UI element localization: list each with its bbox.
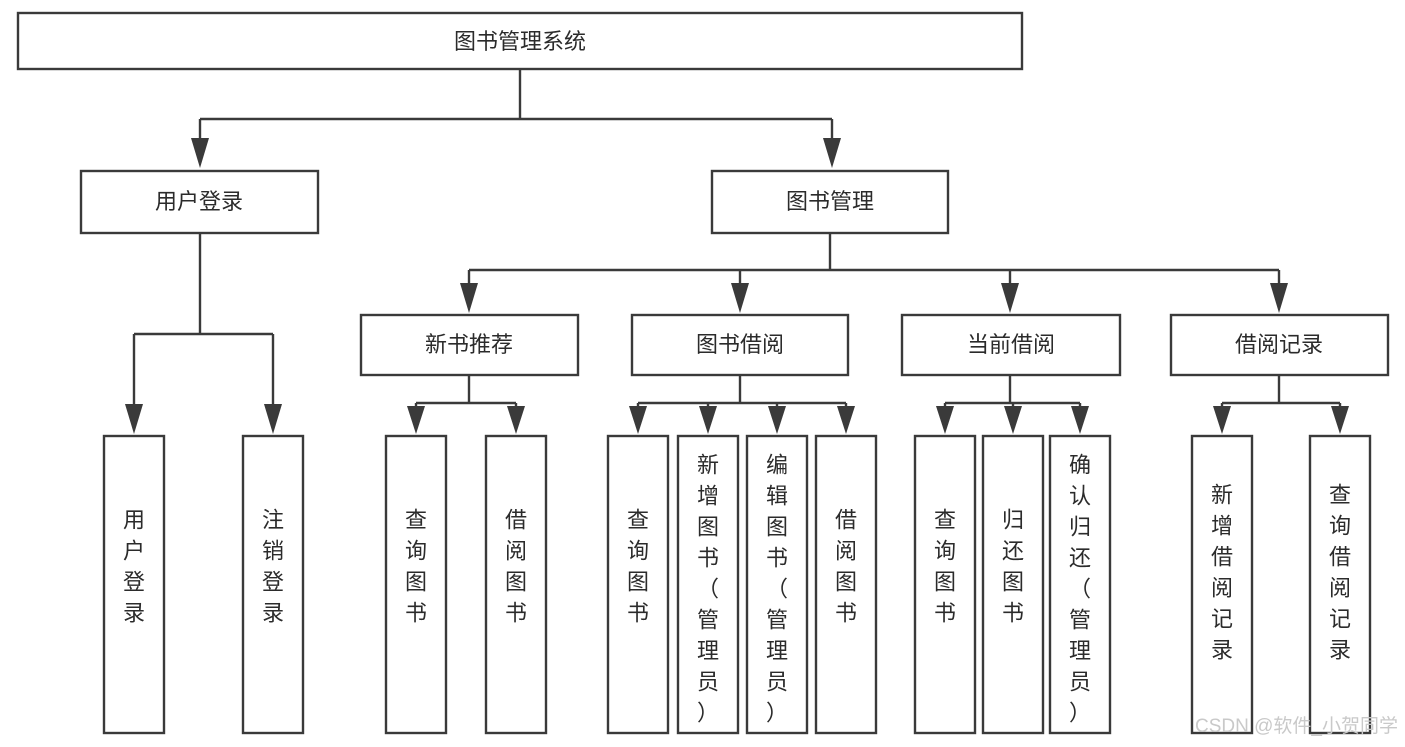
node-leaf-edit-book-box[interactable] xyxy=(745,434,809,735)
node-leaf-return-book-label: 归还图书 xyxy=(1002,508,1024,626)
node-leaf-query-book-3-box[interactable] xyxy=(913,434,977,735)
node-leaf-edit-book-label: 编辑图书（管理员） xyxy=(766,453,788,726)
arrow-head-book-borrow xyxy=(731,283,749,313)
node-leaf-borrow-book-1-label: 借阅图书 xyxy=(505,508,527,626)
node-user-login[interactable]: 用户登录 xyxy=(79,169,320,235)
arrow-head-leaf-query-book-1 xyxy=(407,406,425,434)
arrow-head-leaf-confirm-return xyxy=(1071,406,1089,434)
node-leaf-query-book-1-box[interactable] xyxy=(384,434,448,735)
node-leaf-logout-label: 注销登录 xyxy=(262,508,284,626)
node-leaf-user-login-box[interactable] xyxy=(102,434,166,735)
node-new-book-rec-box[interactable] xyxy=(359,313,580,377)
node-book-borrow[interactable]: 图书借阅 xyxy=(630,313,850,377)
arrow-head-leaf-query-record xyxy=(1331,406,1349,434)
arrow-head-leaf-logout xyxy=(264,404,282,434)
arrow-head-leaf-add-record xyxy=(1213,406,1231,434)
node-leaf-add-record-label: 新增借阅记录 xyxy=(1211,483,1233,663)
node-leaf-logout-box[interactable] xyxy=(241,434,305,735)
node-borrow-record[interactable]: 借阅记录 xyxy=(1169,313,1390,377)
node-book-manage-label: 图书管理 xyxy=(786,189,874,214)
node-leaf-add-record-box[interactable] xyxy=(1190,434,1254,735)
node-root-label: 图书管理系统 xyxy=(454,29,586,54)
node-leaf-return-book[interactable]: 归还图书 xyxy=(981,434,1045,735)
arrow-head-current-borrow xyxy=(1001,283,1019,313)
node-leaf-borrow-book-1[interactable]: 借阅图书 xyxy=(484,434,548,735)
node-leaf-borrow-book-2[interactable]: 借阅图书 xyxy=(814,434,878,735)
node-leaf-query-book-2[interactable]: 查询图书 xyxy=(606,434,670,735)
node-leaf-confirm-return-box[interactable] xyxy=(1048,434,1112,735)
node-book-borrow-box[interactable] xyxy=(630,313,850,377)
node-leaf-logout[interactable]: 注销登录 xyxy=(241,434,305,735)
arrow-head-new-book-rec xyxy=(460,283,478,313)
node-leaf-query-book-1-label: 查询图书 xyxy=(405,508,427,626)
node-leaf-confirm-return-label: 确认归还（管理员） xyxy=(1069,453,1091,726)
node-leaf-confirm-return[interactable]: 确认归还（管理员） xyxy=(1048,434,1112,735)
node-user-login-label: 用户登录 xyxy=(155,189,243,214)
arrow-head-leaf-query-book-3 xyxy=(936,406,954,434)
node-leaf-add-record[interactable]: 新增借阅记录 xyxy=(1190,434,1254,735)
arrow-head-leaf-borrow-book-2 xyxy=(837,406,855,434)
node-leaf-query-book-2-box[interactable] xyxy=(606,434,670,735)
node-user-login-box[interactable] xyxy=(79,169,320,235)
node-leaf-query-record-label: 查询借阅记录 xyxy=(1329,483,1351,663)
node-leaf-return-book-box[interactable] xyxy=(981,434,1045,735)
node-current-borrow[interactable]: 当前借阅 xyxy=(900,313,1122,377)
node-leaf-query-book-3[interactable]: 查询图书 xyxy=(913,434,977,735)
node-book-borrow-label: 图书借阅 xyxy=(696,332,784,357)
arrow-head-book-manage xyxy=(823,138,841,168)
node-borrow-record-label: 借阅记录 xyxy=(1235,332,1323,357)
node-leaf-query-record-box[interactable] xyxy=(1308,434,1372,735)
node-book-manage-box[interactable] xyxy=(710,169,950,235)
node-new-book-rec[interactable]: 新书推荐 xyxy=(359,313,580,377)
node-leaf-borrow-book-2-label: 借阅图书 xyxy=(835,508,857,626)
arrow-head-leaf-edit-book xyxy=(768,406,786,434)
arrow-head-leaf-query-book-2 xyxy=(629,406,647,434)
node-book-manage[interactable]: 图书管理 xyxy=(710,169,950,235)
node-current-borrow-box[interactable] xyxy=(900,313,1122,377)
node-leaf-user-login[interactable]: 用户登录 xyxy=(102,434,166,735)
arrow-head-user-login xyxy=(191,138,209,168)
node-leaf-user-login-label: 用户登录 xyxy=(123,508,145,626)
node-leaf-add-book[interactable]: 新增图书（管理员） xyxy=(676,434,740,735)
node-leaf-edit-book[interactable]: 编辑图书（管理员） xyxy=(745,434,809,735)
node-root-box[interactable] xyxy=(16,11,1024,71)
node-new-book-rec-label: 新书推荐 xyxy=(425,332,513,357)
arrow-head-leaf-add-book xyxy=(699,406,717,434)
csdn-watermark: CSDN @软件_小贺同学 xyxy=(1195,715,1398,737)
node-leaf-query-book-3-label: 查询图书 xyxy=(934,508,956,626)
node-leaf-borrow-book-2-box[interactable] xyxy=(814,434,878,735)
node-borrow-record-box[interactable] xyxy=(1169,313,1390,377)
arrow-head-borrow-record xyxy=(1270,283,1288,313)
node-current-borrow-label: 当前借阅 xyxy=(967,332,1055,357)
arrow-head-leaf-return-book xyxy=(1004,406,1022,434)
node-leaf-query-record[interactable]: 查询借阅记录 xyxy=(1308,434,1372,735)
node-root[interactable]: 图书管理系统 xyxy=(16,11,1024,71)
arrow-head-leaf-borrow-book-1 xyxy=(507,406,525,434)
node-leaf-query-book-2-label: 查询图书 xyxy=(627,508,649,626)
arrow-head-leaf-user-login xyxy=(125,404,143,434)
node-leaf-add-book-box[interactable] xyxy=(676,434,740,735)
node-leaf-add-book-label: 新增图书（管理员） xyxy=(697,453,719,726)
node-leaf-borrow-book-1-box[interactable] xyxy=(484,434,548,735)
node-leaf-query-book-1[interactable]: 查询图书 xyxy=(384,434,448,735)
connector-layer xyxy=(125,69,1349,434)
